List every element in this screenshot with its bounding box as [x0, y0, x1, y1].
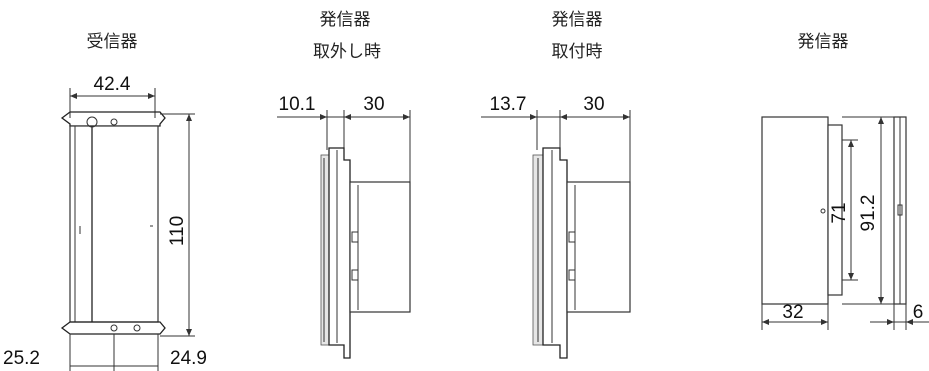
- mounted-depth-label: 30: [583, 94, 604, 115]
- removed-depth-label: 30: [363, 94, 384, 115]
- mounted-caption-line2: 取付時: [552, 42, 603, 62]
- receiver-body: [69, 125, 159, 323]
- receiver-height-label: 110: [167, 216, 188, 246]
- receiver-caption: 受信器: [87, 32, 138, 52]
- receiver-view: 受信器 42.4 110 25.2 24.9: [3, 32, 207, 371]
- transmitter-inner-height-label: 71: [829, 202, 850, 223]
- transmitter-caption: 発信器: [798, 32, 849, 52]
- transmitter-front-view: 発信器 71 91.2 32: [761, 32, 929, 330]
- transmitter-mounted-view: 発信器 取付時 13.7 30: [481, 10, 631, 359]
- transmitter-outer-height-label: 91.2: [858, 195, 879, 232]
- transmitter-plate: [761, 116, 829, 305]
- transmitter-thickness-label: 6: [913, 302, 924, 323]
- removed-caption-line1: 発信器: [320, 10, 371, 30]
- receiver-width-label: 42.4: [94, 74, 131, 95]
- receiver-bottom-left-label: 25.2: [3, 348, 40, 369]
- removed-caption-line2: 取外し時: [313, 42, 381, 62]
- transmitter-width-label: 32: [782, 302, 803, 323]
- removed-front-label: 10.1: [279, 94, 316, 115]
- mounted-front-label: 13.7: [490, 94, 527, 115]
- transmitter-removed-view: 発信器 取外し時 10.1 30: [277, 10, 411, 359]
- receiver-bottom-right-label: 24.9: [170, 348, 207, 369]
- mounted-caption-line1: 発信器: [552, 10, 603, 30]
